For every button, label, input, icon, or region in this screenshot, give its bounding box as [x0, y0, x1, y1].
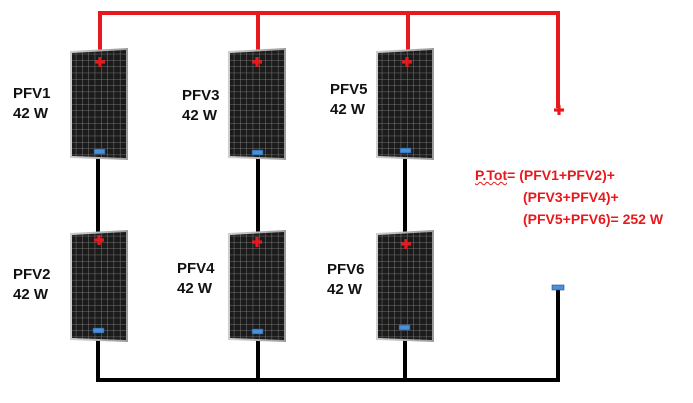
panel-power: 42 W	[330, 101, 366, 118]
panel-label-pfv3: PFV3 42 W	[182, 86, 220, 126]
formula-expr-1: = (PFV1+PFV2)+	[507, 167, 615, 183]
panel-name: PFV4	[177, 260, 215, 277]
minus-terminal-icon	[93, 148, 106, 155]
output-minus-icon	[551, 284, 565, 291]
solar-panel-pfv1	[70, 48, 128, 160]
panel-label-pfv2: PFV2 42 W	[13, 265, 51, 305]
panel-label-pfv6: PFV6 42 W	[327, 260, 365, 300]
solar-panel-pfv2	[70, 230, 128, 342]
formula-line-3: (PFV5+PFV6)= 252 W	[523, 211, 664, 227]
panel-power: 42 W	[327, 281, 363, 298]
panel-label-pfv5: PFV5 42 W	[330, 80, 368, 120]
solar-panel-pfv6	[376, 230, 434, 342]
negative-wire	[96, 155, 560, 382]
output-plus-icon	[554, 105, 564, 115]
panel-name: PFV1	[13, 85, 51, 102]
plus-icon	[252, 57, 262, 67]
minus-terminal-icon	[398, 324, 411, 331]
panel-name: PFV3	[182, 87, 220, 104]
plus-icon	[401, 239, 411, 249]
plus-icon	[402, 57, 412, 67]
plus-icon	[94, 235, 104, 245]
solar-panel-pfv5	[376, 48, 434, 160]
formula-line-2: (PFV3+PFV4)+	[523, 189, 619, 205]
panel-power: 42 W	[182, 107, 218, 124]
total-power-formula: P.Tot= (PFV1+PFV2)+ (PFV3+PFV4)+ (PFV5+P…	[475, 164, 663, 230]
minus-terminal-icon	[251, 149, 264, 156]
panel-name: PFV5	[330, 81, 368, 98]
positive-terminals	[94, 57, 564, 249]
solar-panel-pfv3	[228, 48, 286, 160]
minus-terminal-icon	[92, 327, 105, 334]
panel-power: 42 W	[13, 286, 49, 303]
formula-label: P.Tot	[475, 167, 508, 183]
panel-name: PFV2	[13, 266, 51, 283]
minus-terminal-icon	[251, 328, 264, 335]
negative-terminals	[92, 147, 565, 335]
panel-power: 42 W	[177, 280, 213, 297]
plus-icon	[252, 237, 262, 247]
solar-panel-pfv4	[228, 230, 286, 342]
panel-label-pfv1: PFV1 42 W	[13, 84, 51, 124]
plus-icon	[95, 57, 105, 67]
minus-terminal-icon	[399, 147, 412, 154]
positive-wire	[98, 11, 560, 108]
panel-name: PFV6	[327, 261, 365, 278]
panel-label-pfv4: PFV4 42 W	[177, 259, 215, 299]
panel-power: 42 W	[13, 105, 49, 122]
formula-line-1: P.Tot= (PFV1+PFV2)+	[475, 164, 663, 186]
